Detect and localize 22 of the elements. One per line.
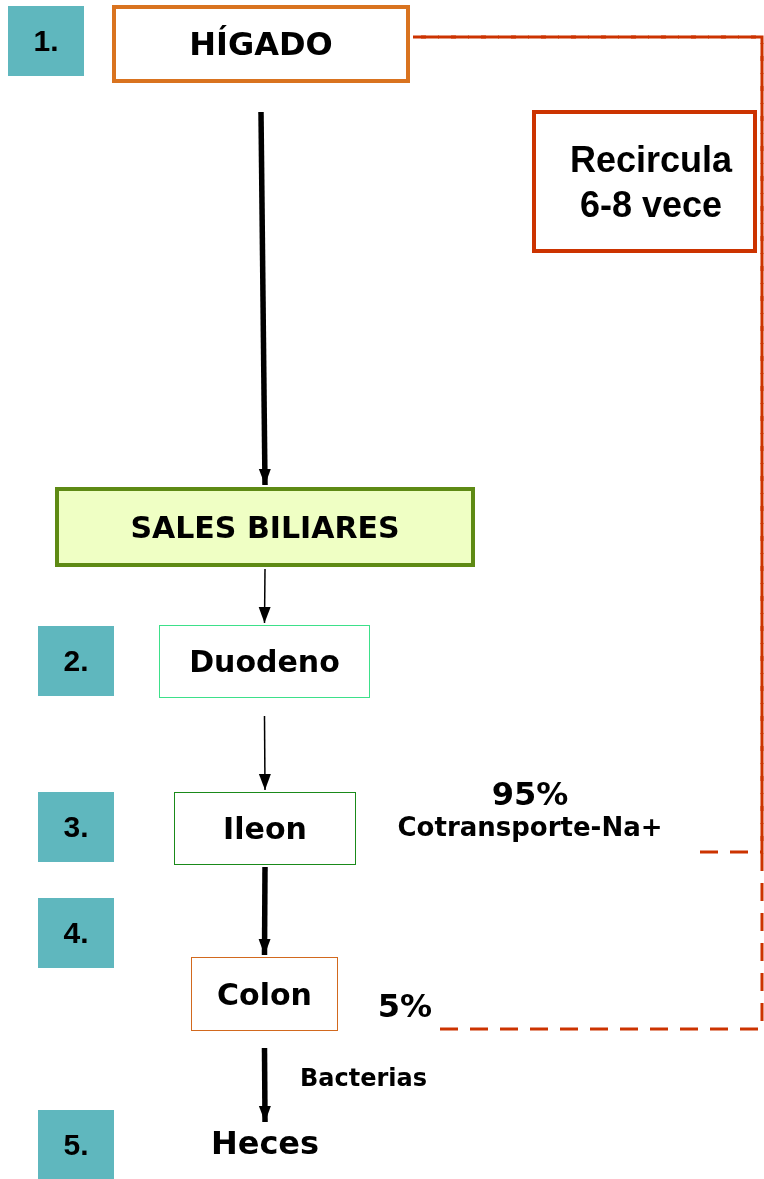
text-label: Cotransporte-Na+ [397,812,663,843]
number-square: 4. [38,898,114,968]
arrow [258,1048,271,1122]
process-box: Duodeno [159,625,370,698]
number-square: 2. [38,626,114,696]
number-square: 5. [38,1110,114,1179]
process-box: SALES BILIARES [55,487,475,567]
text-label: Heces [200,1124,330,1162]
text-label: 5% [372,987,438,1025]
arrow [258,111,271,486]
number-square: 3. [38,792,114,862]
text-label: 95% [491,776,569,813]
process-box: Ileon [174,792,356,865]
arrow [258,867,271,955]
process-box: HÍGADO [112,5,410,83]
number-square: 1. [8,6,84,76]
note-text: Recircula 6-8 vece [568,137,734,227]
process-box: Colon [191,957,338,1031]
arrow [258,568,271,624]
note-box [532,110,757,253]
arrow [258,715,271,791]
dashed-connector [413,35,764,1031]
